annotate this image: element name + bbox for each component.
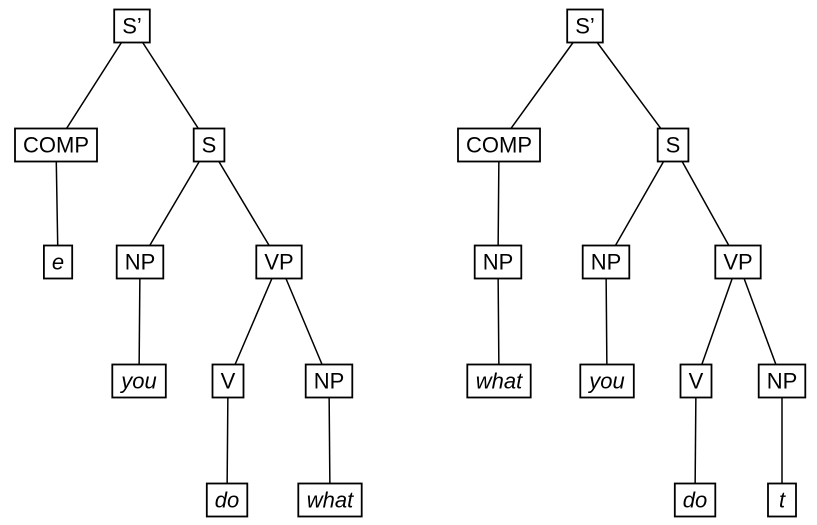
tree-node-box-v [679, 363, 713, 399]
tree-edge-sbar-s [131, 25, 210, 146]
tree-node-box-np_obj [304, 363, 354, 399]
tree-node-box-vp [714, 244, 762, 280]
tree-node-box-e [43, 244, 74, 280]
tree-node-box-comp [14, 127, 98, 163]
tree-node-label-np_obj: NP [767, 369, 798, 394]
tree-node-box-you [111, 363, 167, 399]
tree-edge-v-do [226, 380, 229, 501]
tree-node-label-s: S [202, 133, 217, 158]
tree-node-label-np_subj: NP [125, 250, 156, 275]
tree-edge-s-np_subj [139, 144, 210, 263]
tree-node-label-np_subj: NP [591, 250, 622, 275]
tree-edge-np_subj-you [605, 261, 608, 382]
tree-node-box-comp [457, 127, 541, 163]
tree-node-label-e: e [52, 250, 64, 275]
tree-node-box-s [656, 127, 690, 163]
tree-node-box-do [205, 482, 249, 518]
tree-node-box-what [297, 482, 363, 518]
tree-node-label-what: what [476, 369, 523, 394]
tree-node-box-np_subj [115, 244, 165, 280]
tree-node-box-np_comp [473, 244, 523, 280]
tree-node-label-comp: COMP [466, 133, 532, 158]
tree-edge-vp-np_obj [278, 261, 330, 382]
tree-node-box-np_subj [581, 244, 631, 280]
tree-edge-comp-np_comp [497, 144, 500, 263]
tree-node-label-vp: VP [264, 250, 293, 275]
tree-node-box-t [767, 482, 797, 518]
tree-node-box-what [466, 363, 532, 399]
tree-node-label-v: V [689, 369, 704, 394]
tree-node-label-v: V [221, 369, 236, 394]
tree-edge-v-do [694, 380, 697, 501]
tree-node-label-sbar: S’ [575, 14, 595, 39]
tree-node-box-np_obj [757, 363, 807, 399]
tree-node-label-do: do [683, 488, 707, 513]
tree-node-label-s: S [666, 133, 681, 158]
tree-edge-sbar-s [584, 25, 674, 146]
tree-node-label-you: you [119, 369, 156, 394]
tree-edge-sbar-comp [498, 25, 586, 146]
tree-node-box-v [211, 363, 245, 399]
tree-node-label-sbar: S’ [122, 14, 142, 39]
tree-node-box-you [579, 363, 635, 399]
tree-node-label-np_comp: NP [483, 250, 514, 275]
tree-edge-s-np_subj [605, 144, 674, 263]
tree-node-label-comp: COMP [23, 133, 89, 158]
tree-edge-np_obj-what [328, 380, 331, 501]
tree-edge-sbar-comp [55, 25, 133, 146]
tree-node-label-t: t [779, 488, 786, 513]
tree-edge-vp-v [695, 261, 739, 382]
tree-node-label-do: do [215, 488, 239, 513]
tree-node-box-vp [255, 244, 303, 280]
tree-edge-np_comp-what [497, 261, 500, 382]
tree-node-label-what: what [307, 488, 354, 513]
tree-edge-s-vp [672, 144, 739, 263]
tree-edge-np_subj-you [138, 261, 141, 382]
tree-node-label-vp: VP [723, 250, 752, 275]
tree-edge-vp-v [227, 261, 280, 382]
tree-node-label-you: you [587, 369, 624, 394]
tree-node-box-sbar [566, 8, 604, 44]
tree-edge-comp-e [55, 144, 59, 263]
tree-node-box-do [673, 482, 717, 518]
tree-node-label-np_obj: NP [314, 369, 345, 394]
tree-edge-vp-np_obj [737, 261, 783, 382]
tree-edge-s-vp [208, 144, 280, 263]
tree-node-box-sbar [113, 8, 151, 44]
right-tree-surface-structure: S’ COMP S NP NP VP what you V NP do t [457, 8, 807, 518]
tree-node-box-s [192, 127, 226, 163]
